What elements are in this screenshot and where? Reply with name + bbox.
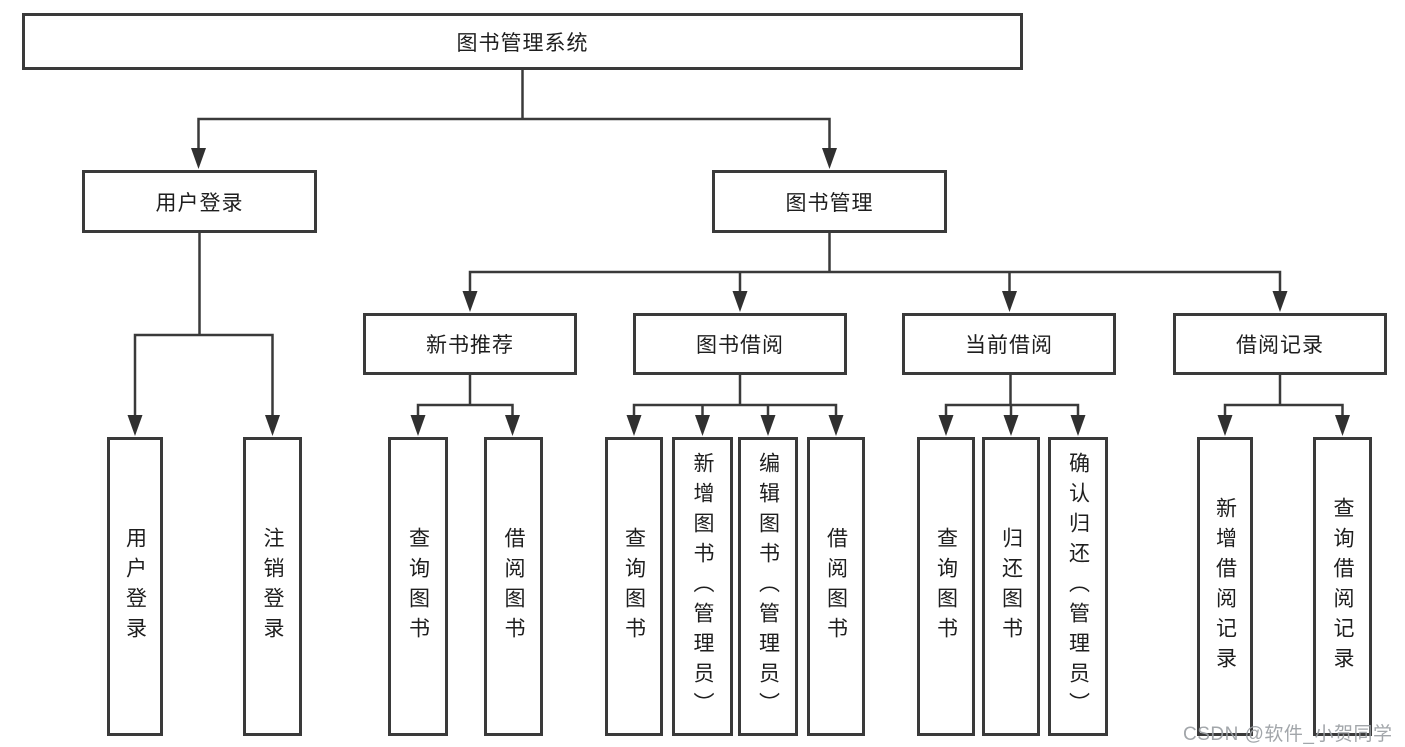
node-label: 借阅图书 (824, 526, 848, 647)
leaf-user-login: 用户登录 (107, 437, 163, 736)
node-label: 新增图书（管理员） (691, 451, 714, 722)
leaf-confirm-return-admin: 确认归还（管理员） (1048, 437, 1108, 736)
node-label: 图书借阅 (696, 334, 784, 357)
leaf-borrow-books: 借阅图书 (807, 437, 865, 736)
csdn-watermark: CSDN @软件_小贺同学 (1183, 724, 1393, 745)
leaf-query-books-borrow: 查询图书 (605, 437, 663, 736)
node-label: 图书管理系统 (456, 31, 589, 55)
leaf-add-book-admin: 新增图书（管理员） (672, 437, 733, 736)
node-label: 用户登录 (123, 526, 147, 647)
node-borrowing-records: 借阅记录 (1173, 313, 1387, 375)
leaf-add-borrow-record: 新增借阅记录 (1197, 437, 1253, 736)
node-book-management: 图书管理 (712, 170, 947, 233)
node-label: 新增借阅记录 (1213, 496, 1237, 677)
node-new-book-recommendation: 新书推荐 (363, 313, 577, 375)
connector-level2-junction (468, 270, 1282, 292)
node-current-borrowing: 当前借阅 (902, 313, 1116, 375)
node-label: 归还图书 (999, 526, 1023, 647)
node-book-borrowing: 图书借阅 (633, 313, 847, 375)
node-label: 新书推荐 (426, 334, 514, 357)
leaf-return-books: 归还图书 (982, 437, 1040, 736)
node-label: 查询图书 (406, 526, 430, 647)
node-label: 图书管理 (785, 191, 874, 215)
leaf-query-borrow-record: 查询借阅记录 (1313, 437, 1372, 736)
node-label: 用户登录 (155, 191, 244, 215)
leaf-query-books-recommend: 查询图书 (388, 437, 448, 736)
node-label: 查询图书 (622, 526, 646, 647)
leaf-logout: 注销登录 (243, 437, 302, 736)
node-label: 注销登录 (261, 526, 284, 647)
connector-userlogin-junction (133, 333, 274, 416)
connector-level1-junction (197, 117, 831, 149)
node-label: 当前借阅 (965, 334, 1053, 357)
node-label: 借阅图书 (502, 526, 525, 647)
node-label: 查询图书 (934, 526, 958, 647)
node-user-login: 用户登录 (82, 170, 317, 233)
node-label: 编辑图书（管理员） (756, 451, 780, 722)
node-label: 查询借阅记录 (1331, 496, 1354, 677)
leaf-edit-book-admin: 编辑图书（管理员） (738, 437, 798, 736)
node-library-management-system: 图书管理系统 (22, 13, 1023, 70)
node-label: 确认归还（管理员） (1066, 451, 1090, 722)
leaf-query-books-current: 查询图书 (917, 437, 975, 736)
node-label: 借阅记录 (1236, 334, 1324, 357)
leaf-borrow-books-recommend: 借阅图书 (484, 437, 543, 736)
